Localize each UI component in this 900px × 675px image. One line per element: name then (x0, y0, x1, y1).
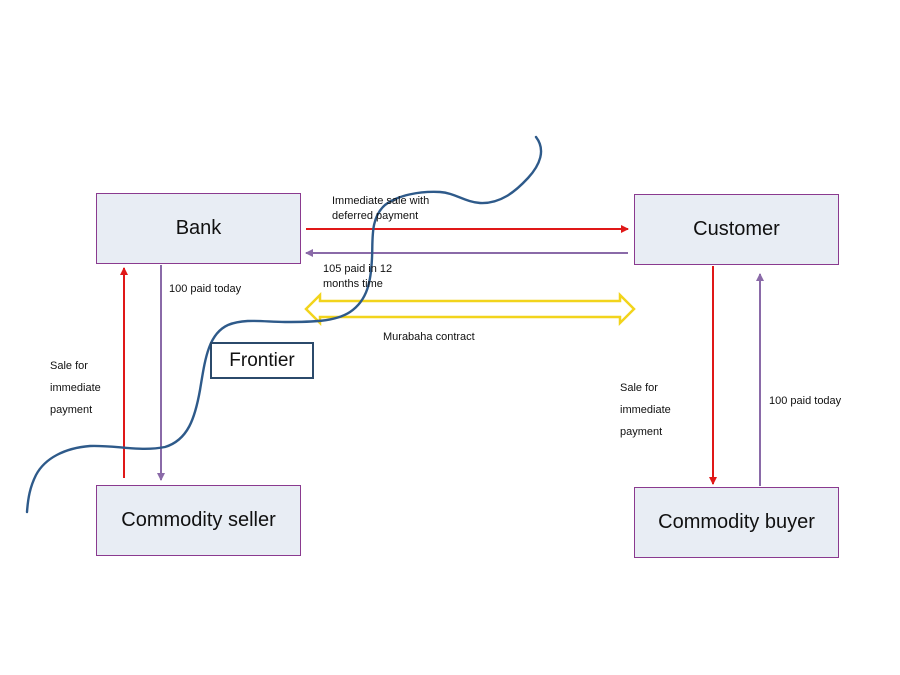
buyer-payment-label: 100 paid today (769, 395, 842, 407)
commodity-buyer-label: Commodity buyer (658, 511, 815, 533)
commodity-seller-label: Commodity seller (121, 509, 276, 531)
customer-label: Customer (693, 218, 780, 240)
frontier-label: Frontier (229, 349, 295, 371)
commodity-seller-box: Commodity seller (96, 485, 301, 556)
frontier-box: Frontier (210, 342, 314, 379)
murabaha-contract-arrow (304, 291, 636, 327)
murabaha-contract-label: Murabaha contract (383, 331, 475, 343)
frontier-line (25, 135, 543, 514)
bank-box: Bank (96, 193, 301, 264)
bank-label: Bank (175, 217, 222, 239)
immediate-sale-label: Immediate sale with deferred payment (332, 195, 430, 222)
deferred-payment-label: 105 paid in 12 months time (323, 263, 393, 290)
seller-sale-label: Sale for immediate payment (50, 360, 101, 416)
customer-sale-label: Sale for immediate payment (620, 382, 671, 438)
commodity-buyer-box: Commodity buyer (634, 487, 839, 558)
bank-payment-label: 100 paid today (169, 283, 242, 295)
customer-box: Customer (634, 194, 839, 265)
